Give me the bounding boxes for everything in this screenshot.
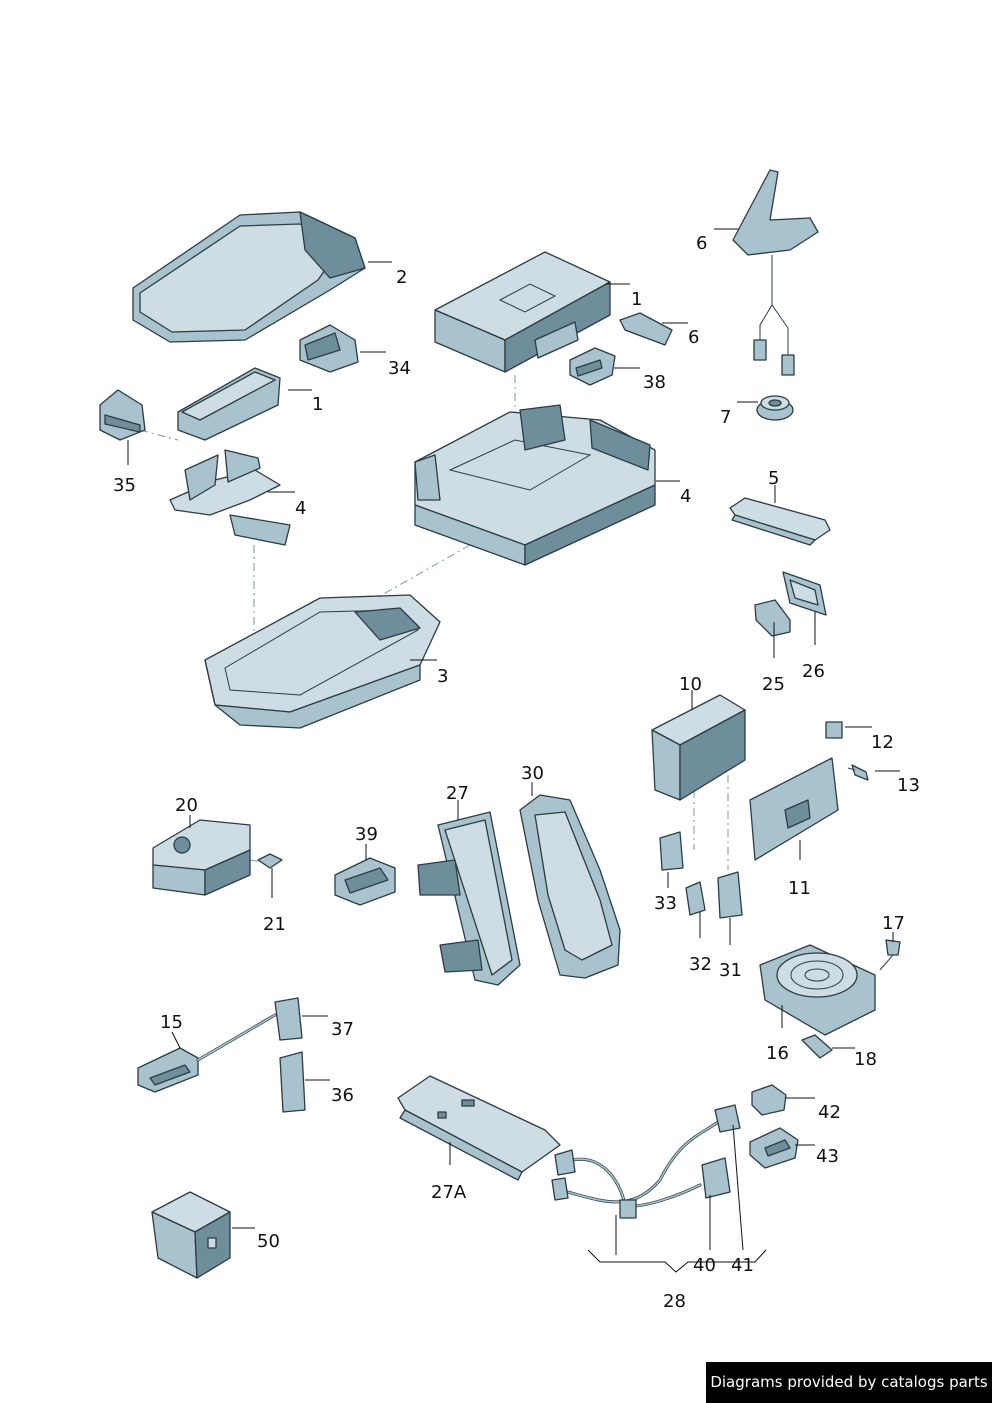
label-20: 20 bbox=[175, 795, 198, 816]
part-18-clip bbox=[801, 1034, 833, 1059]
label-12: 12 bbox=[871, 732, 894, 753]
part-3-base-tray bbox=[204, 594, 441, 729]
label-31: 31 bbox=[719, 960, 742, 981]
label-1-right: 1 bbox=[631, 289, 642, 310]
part-34-connector bbox=[299, 324, 359, 373]
label-10: 10 bbox=[679, 674, 702, 695]
part-27-holder-plate bbox=[417, 811, 521, 986]
label-25: 25 bbox=[762, 674, 785, 695]
label-39: 39 bbox=[355, 824, 378, 845]
label-2: 2 bbox=[396, 267, 407, 288]
part-36-connector bbox=[279, 1051, 306, 1113]
part-37-connector bbox=[274, 997, 303, 1041]
label-27A: 27A bbox=[431, 1182, 467, 1203]
part-16-speaker bbox=[759, 944, 876, 1036]
label-37: 37 bbox=[331, 1019, 354, 1040]
part-4-bracket-left bbox=[169, 449, 291, 546]
part-13-screw bbox=[847, 764, 869, 781]
label-4-left: 4 bbox=[295, 498, 306, 519]
label-27: 27 bbox=[446, 783, 469, 804]
label-17: 17 bbox=[882, 913, 905, 934]
label-5: 5 bbox=[768, 468, 779, 489]
label-33: 33 bbox=[654, 893, 677, 914]
label-6-antenna: 6 bbox=[696, 233, 707, 254]
leader-lines bbox=[127, 228, 900, 1273]
part-28-cable-harness bbox=[551, 1104, 741, 1219]
part-33-connector bbox=[659, 831, 684, 871]
label-32: 32 bbox=[689, 954, 712, 975]
callout-labels: 2 1 34 35 4 1 6 38 4 3 6 7 5 25 26 10 12… bbox=[113, 233, 920, 1312]
label-1-left: 1 bbox=[312, 394, 323, 415]
part-20-switch bbox=[152, 819, 251, 896]
label-13: 13 bbox=[897, 775, 920, 796]
assembly-lines bbox=[139, 375, 729, 870]
part-21-cap bbox=[257, 853, 283, 869]
part-43-connector bbox=[749, 1127, 799, 1169]
label-34: 34 bbox=[388, 358, 411, 379]
label-26: 26 bbox=[802, 661, 825, 682]
part-1-control-module-left bbox=[177, 367, 281, 441]
part-1-control-unit bbox=[434, 251, 611, 373]
label-36: 36 bbox=[331, 1085, 354, 1106]
label-6-plug: 6 bbox=[688, 327, 699, 348]
label-35: 35 bbox=[113, 475, 136, 496]
part-39-connector bbox=[334, 857, 396, 906]
label-28: 28 bbox=[663, 1291, 686, 1312]
part-32-connector bbox=[685, 881, 706, 916]
part-6-plug bbox=[619, 312, 673, 346]
part-6-antenna bbox=[732, 169, 819, 376]
label-16: 16 bbox=[766, 1043, 789, 1064]
part-2-tray-cover bbox=[132, 211, 366, 343]
part-35-connector bbox=[99, 389, 146, 441]
part-7-grommet bbox=[756, 395, 794, 421]
label-4-right: 4 bbox=[680, 486, 691, 507]
label-7: 7 bbox=[720, 407, 731, 428]
label-30: 30 bbox=[521, 763, 544, 784]
part-12-clip bbox=[825, 721, 843, 739]
part-10-amplifier bbox=[651, 694, 746, 801]
part-11-bracket-plate bbox=[749, 757, 839, 861]
label-40: 40 bbox=[693, 1255, 716, 1276]
label-43: 43 bbox=[816, 1146, 839, 1167]
part-25-insert bbox=[754, 599, 791, 637]
label-41: 41 bbox=[731, 1255, 754, 1276]
label-38: 38 bbox=[643, 372, 666, 393]
part-5-cover bbox=[729, 497, 831, 546]
label-50: 50 bbox=[257, 1231, 280, 1252]
label-3: 3 bbox=[437, 666, 448, 687]
label-18: 18 bbox=[854, 1049, 877, 1070]
label-21: 21 bbox=[263, 914, 286, 935]
part-30-cradle bbox=[519, 794, 621, 979]
label-42: 42 bbox=[818, 1102, 841, 1123]
part-27A-charging-pad bbox=[397, 1075, 561, 1181]
part-31-connector bbox=[717, 871, 743, 919]
part-17-screw bbox=[879, 939, 901, 971]
part-4-holder-frame bbox=[414, 404, 656, 566]
part-26-frame bbox=[782, 571, 827, 616]
credit-banner: Diagrams provided by catalogs parts bbox=[706, 1362, 992, 1403]
part-38-connector bbox=[569, 347, 616, 386]
label-11: 11 bbox=[788, 878, 811, 899]
part-50-switch-block bbox=[151, 1191, 231, 1279]
part-42-connector bbox=[751, 1084, 787, 1116]
part-15-module-cable bbox=[137, 1013, 277, 1093]
label-15: 15 bbox=[160, 1012, 183, 1033]
